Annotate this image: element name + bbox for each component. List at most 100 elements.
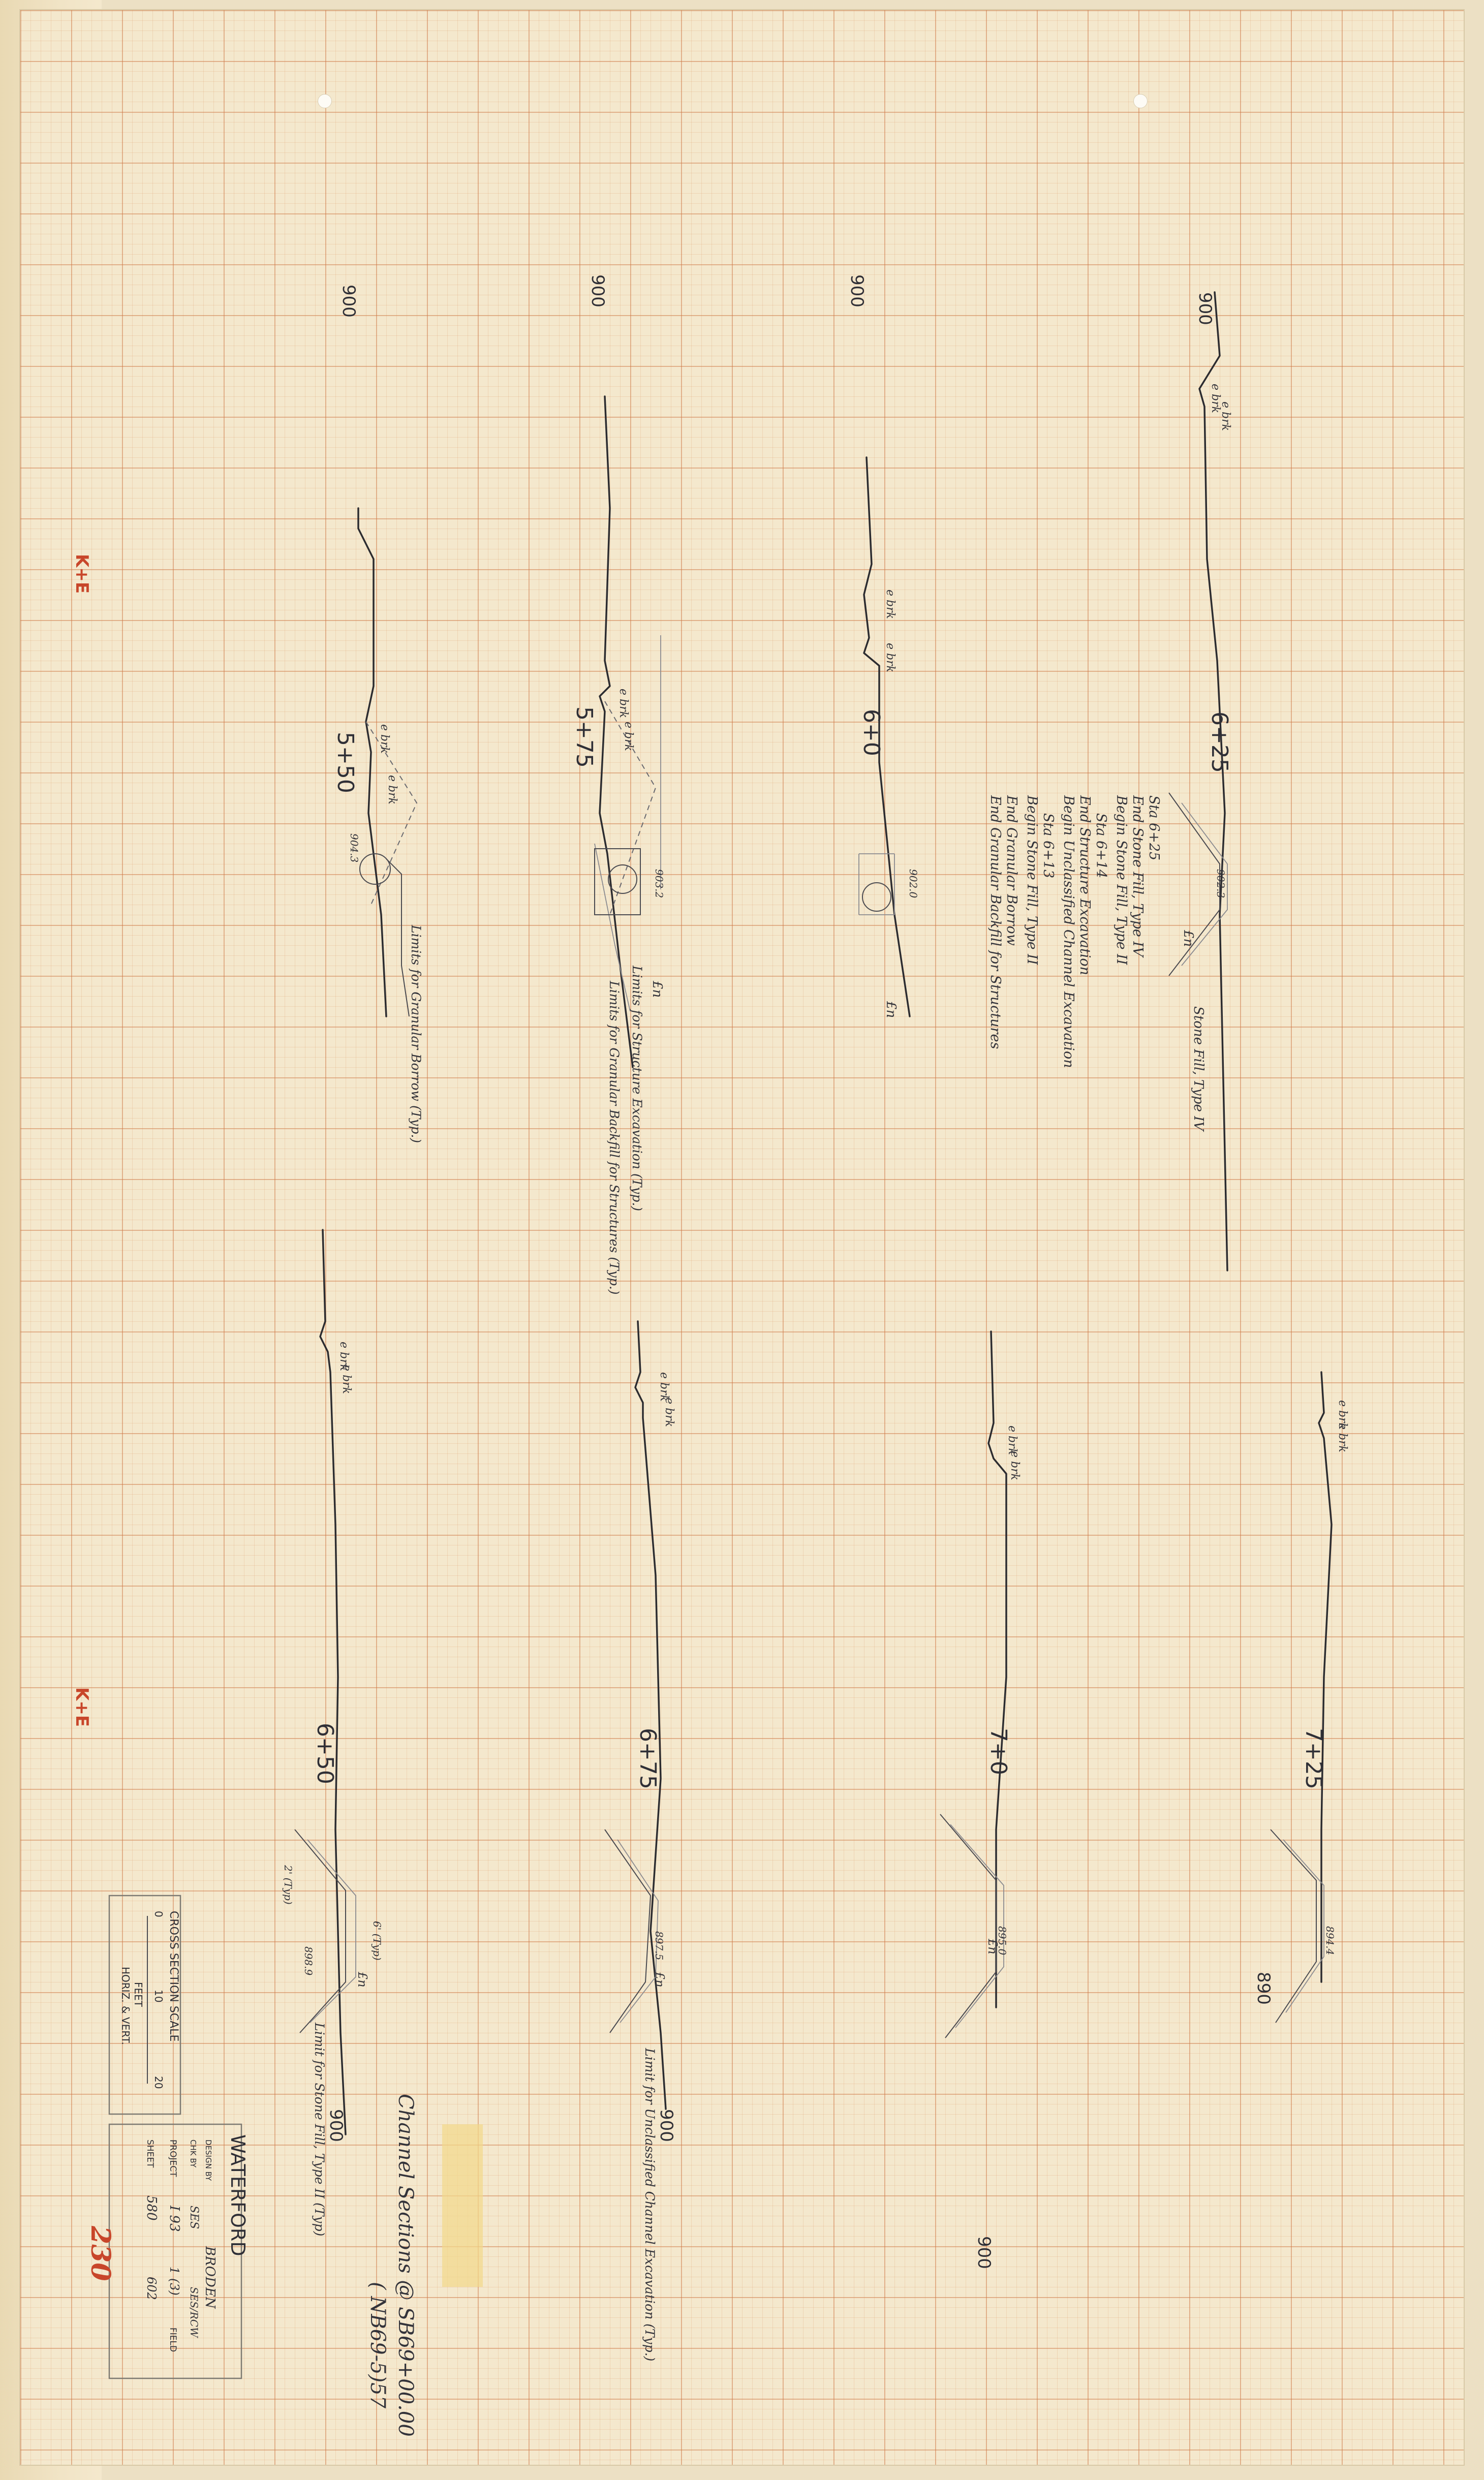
- culvert-pipe: [608, 864, 637, 894]
- station-label: 5+75: [571, 706, 597, 768]
- svg-text:BRODEN: BRODEN: [202, 2246, 218, 2309]
- brk-label: e brk: [663, 1398, 675, 1427]
- station-label: 6+75: [635, 1728, 661, 1789]
- elevation-value: 902.3: [1215, 869, 1227, 898]
- sheet-subtitle: ( NB69-5)57: [366, 2282, 389, 2409]
- channel-outline-inner: [1283, 1839, 1324, 2013]
- section-6-0: 900 6+0 e brk e brk 902.0 £n: [847, 274, 919, 1018]
- centerline-label: £n: [355, 1971, 369, 1988]
- punch-hole: [318, 94, 332, 108]
- backfill-limit: [594, 635, 661, 1012]
- svg-text:End Granular Borrow: End Granular Borrow: [1004, 795, 1019, 946]
- channel-outline-inner: [1181, 802, 1228, 966]
- title-block: WATERFORD DESIGN BY BRODEN CHK BY SES SE…: [108, 2123, 249, 2379]
- elevation-label: 900: [588, 274, 608, 307]
- svg-text:Limits for Granular Backfill f: Limits for Granular Backfill for Structu…: [607, 980, 622, 1295]
- svg-text:Sta 6+14: Sta 6+14: [1093, 813, 1109, 878]
- section-7-0: 900 7+0 e brk e brk 895.0 £n: [940, 1330, 1021, 2269]
- station-label: 6+50: [312, 1723, 338, 1784]
- ground-line: [1198, 291, 1228, 1272]
- ground-line: [1318, 1371, 1333, 1983]
- borrow-limit: [386, 858, 410, 1017]
- svg-text:Limits for Structure Excavatio: Limits for Structure Excavation (Typ.): [630, 965, 644, 1211]
- centerline-label: £n: [883, 1001, 899, 1018]
- svg-text:Begin Stone Fill, Type II: Begin Stone Fill, Type II: [1114, 795, 1129, 966]
- brk-label: e brk: [622, 722, 635, 751]
- svg-text:Channel Sections @ SB69+00.00: Channel Sections @ SB69+00.00: [394, 2094, 417, 2437]
- svg-text:Sta 6+13: Sta 6+13: [1040, 813, 1056, 878]
- channel-outline-inner: [307, 1839, 356, 2023]
- channel-outline: [1168, 792, 1220, 976]
- elevation-label: 900: [326, 2109, 346, 2142]
- brk-label: e brk: [337, 1342, 350, 1371]
- elevation-label: 900: [974, 2236, 994, 2269]
- centerline-label: £n: [650, 980, 665, 998]
- section-7-25: 890 7+25 e brk e brk 894.4: [1253, 1371, 1349, 2023]
- section-5-75: 900 5+75 e brk e brk 903.2 £n Limits for…: [571, 274, 665, 1295]
- svg-text:FEET: FEET: [132, 1982, 144, 2007]
- manufacturer-logo: K+E: [72, 1687, 92, 1727]
- channel-outline: [1270, 1829, 1317, 2023]
- ground-line: [863, 456, 911, 1017]
- elevation-label: 900: [338, 285, 359, 318]
- ground-line: [634, 1320, 667, 2110]
- tape-strip: [442, 2124, 483, 2287]
- brk-label: e brk: [378, 724, 391, 754]
- elevation-value: 894.4: [1324, 1926, 1336, 1955]
- svg-text:DESIGN BY: DESIGN BY: [204, 2140, 213, 2181]
- svg-text:580: 580: [144, 2195, 159, 2221]
- svg-text:HORIZ. & VERT.: HORIZ. & VERT.: [119, 1967, 132, 2045]
- station-label: 6+0: [858, 709, 884, 756]
- elevation-value: 898.9: [302, 1946, 315, 1976]
- dimension-label: 2' (Typ): [282, 1865, 294, 1905]
- brk-label: e brk: [1219, 401, 1232, 431]
- graph-paper-sheet: [20, 10, 1464, 2465]
- punch-hole: [1133, 94, 1148, 108]
- svg-text:PROJECT: PROJECT: [168, 2140, 178, 2177]
- brk-label: e brk: [1336, 1423, 1349, 1452]
- svg-text:FIELD: FIELD: [168, 2328, 178, 2352]
- ground-line: [319, 1229, 347, 2135]
- channel-outline: [604, 1829, 652, 2033]
- station-notes: Sta 6+25 End Stone Fill, Type IV Begin S…: [987, 795, 1162, 1068]
- channel-outline-inner: [617, 1839, 659, 2023]
- culvert-pipe: [862, 882, 891, 912]
- brk-label: e brk: [1209, 384, 1222, 413]
- channel-outline: [294, 1829, 346, 2033]
- svg-text:K+E: K+E: [72, 1687, 92, 1727]
- brk-label: e brk: [884, 590, 896, 619]
- svg-text:602: 602: [144, 2277, 159, 2300]
- brk-label: e brk: [884, 643, 896, 672]
- station-label: 5+50: [332, 732, 358, 793]
- culvert-pipe: [359, 853, 391, 885]
- section-notes: Limits for Structure Excavation (Typ.) L…: [607, 965, 644, 1295]
- svg-text:Begin Stone Fill, Type II: Begin Stone Fill, Type II: [1024, 795, 1040, 966]
- brk-label: e brk: [386, 775, 398, 804]
- brk-label: e brk: [1008, 1451, 1021, 1480]
- stone-fill-label: Stone Fill, Type IV: [1191, 1006, 1206, 1132]
- centerline-label: £n: [653, 1971, 667, 1988]
- section-6-50: 900 6+50 e brk e brk 898.9 2' (Typ) 6' (…: [282, 1229, 383, 2236]
- svg-text:CHK BY: CHK BY: [189, 2140, 198, 2168]
- elevation-value: 897.5: [653, 1931, 665, 1960]
- svg-text:0: 0: [152, 1911, 165, 1917]
- elevation-label: 900: [1195, 292, 1215, 325]
- svg-text:SES: SES: [188, 2206, 200, 2229]
- elevation-label: 890: [1253, 1972, 1274, 2005]
- elevation-value: 902.0: [907, 869, 919, 898]
- dimension-label: 6' (Typ): [371, 1921, 383, 1961]
- svg-text:K+E: K+E: [72, 554, 92, 594]
- brk-label: e brk: [1006, 1425, 1018, 1455]
- brk-label: e brk: [340, 1365, 353, 1394]
- centerline-label: £n: [1181, 929, 1196, 947]
- svg-text:SES/RCW: SES/RCW: [188, 2287, 200, 2338]
- sheet-title: Channel Sections @ SB69+00.00: [394, 2094, 417, 2437]
- svg-text:End Stone Fill, Type IV: End Stone Fill, Type IV: [1130, 795, 1146, 958]
- ground-line: [357, 507, 387, 1017]
- channel-outline-inner: [950, 1824, 1004, 2028]
- svg-text:End Structure Excavation: End Structure Excavation: [1077, 795, 1093, 975]
- elevation-label: 900: [656, 2109, 676, 2142]
- station-label: 7+0: [985, 1728, 1011, 1775]
- brk-label: e brk: [617, 689, 630, 718]
